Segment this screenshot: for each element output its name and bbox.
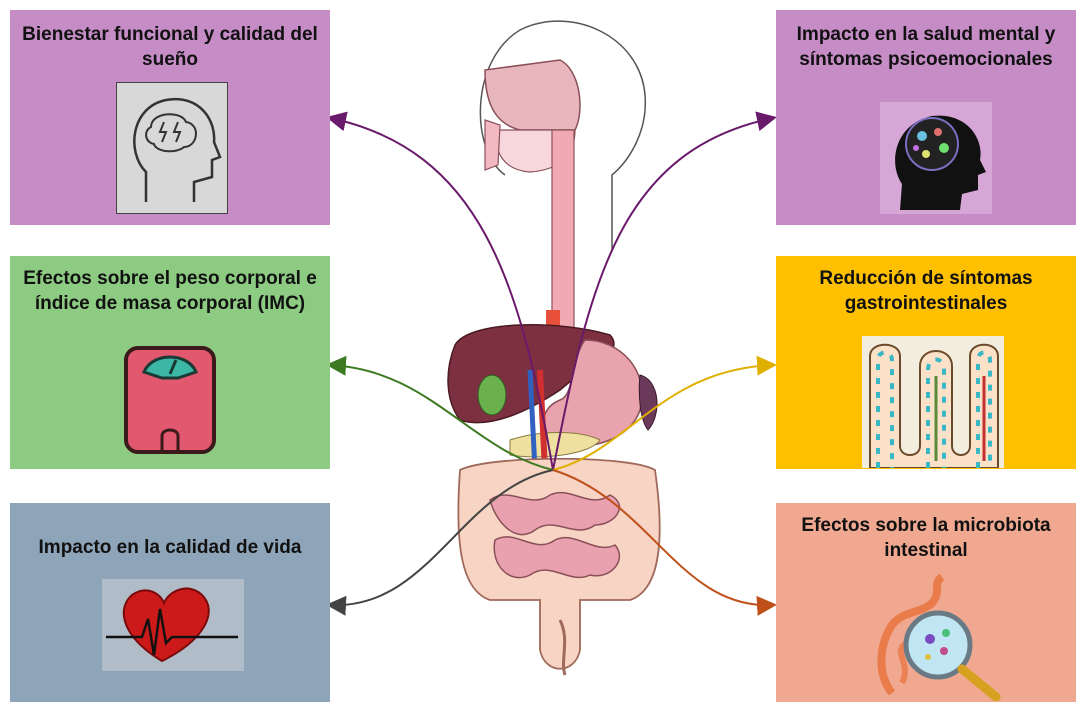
digestive-system-icon (330, 0, 730, 702)
panel-sleep: Bienestar funcional y calidad del sueño (10, 10, 330, 225)
panel-mental-title: Impacto en la salud mental y síntomas ps… (776, 22, 1076, 72)
gut-magnifier-icon (872, 563, 1012, 701)
panel-quality-of-life: Impacto en la calidad de vida (10, 503, 330, 702)
intestinal-villi-icon (862, 336, 1004, 468)
panel-microbiota-title: Efectos sobre la microbiota intestinal (776, 513, 1076, 563)
panel-weight-title: Efectos sobre el peso corporal e índice … (10, 266, 330, 316)
panel-mental-health: Impacto en la salud mental y síntomas ps… (776, 10, 1076, 225)
panel-body-weight: Efectos sobre el peso corporal e índice … (10, 256, 330, 469)
panel-quality-title: Impacto en la calidad de vida (10, 535, 330, 560)
panel-microbiota: Efectos sobre la microbiota intestinal (776, 503, 1076, 702)
neural-head-icon (880, 102, 992, 214)
heart-pulse-icon (102, 579, 244, 671)
panel-gi-symptoms: Reducción de síntomas gastrointestinales (776, 256, 1076, 469)
panel-sleep-title: Bienestar funcional y calidad del sueño (10, 22, 330, 72)
bathroom-scale-icon (122, 344, 218, 456)
brain-head-icon (116, 82, 228, 214)
panel-gi-title: Reducción de síntomas gastrointestinales (776, 266, 1076, 316)
